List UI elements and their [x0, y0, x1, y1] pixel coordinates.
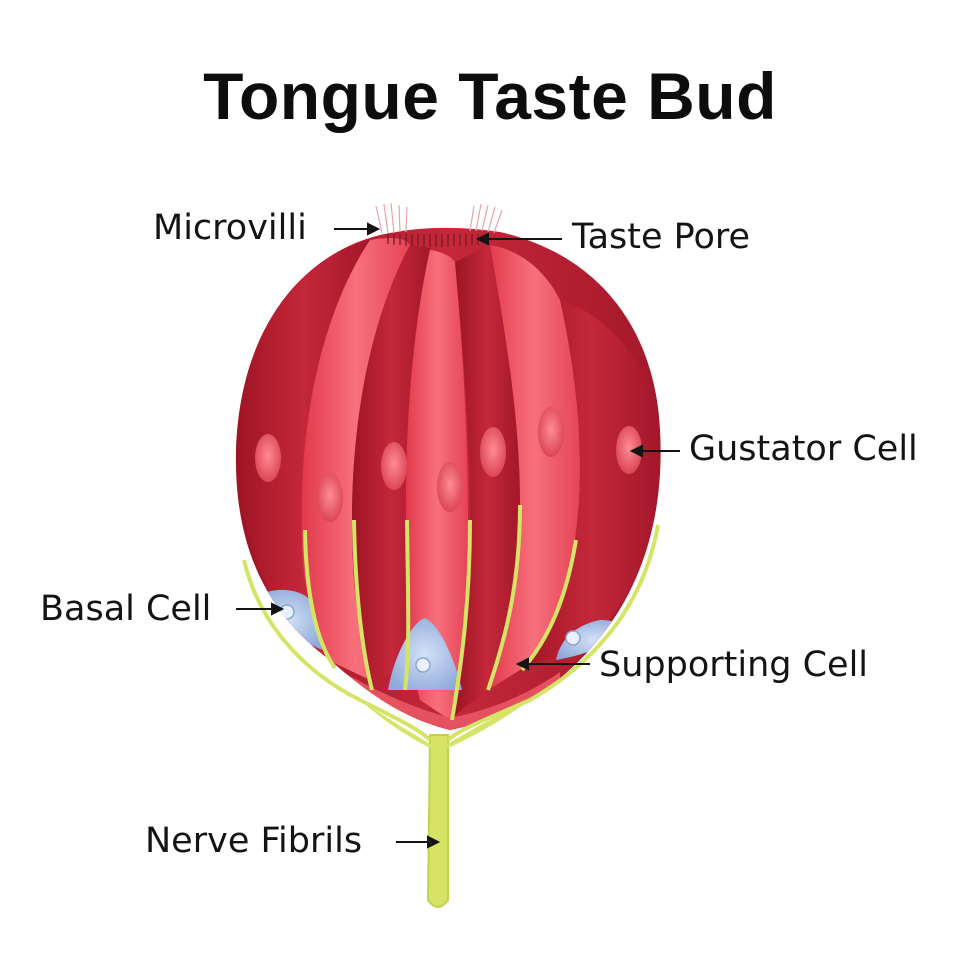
- label-supporting-cell: Supporting Cell: [599, 645, 869, 685]
- microvilli-tuft: [375, 202, 503, 234]
- cell-2: [301, 237, 410, 680]
- nucleus: [317, 474, 343, 522]
- diagram-title: Tongue Taste Bud: [203, 59, 777, 133]
- cell-5: [455, 245, 520, 715]
- label-gustator-cell: Gustator Cell: [689, 429, 918, 469]
- cell-6: [488, 245, 580, 690]
- nucleus: [538, 407, 564, 457]
- cell-7: [520, 300, 661, 670]
- label-microvilli: Microvilli: [153, 208, 307, 248]
- cell-4: [405, 250, 468, 720]
- nucleus: [480, 427, 506, 477]
- label-taste-pore: Taste Pore: [572, 217, 751, 257]
- supporting-cell-outline: [242, 504, 660, 742]
- cell-1: [236, 240, 370, 660]
- nerve-junction: [360, 700, 530, 748]
- nucleus: [437, 462, 463, 512]
- taste-pore: [387, 234, 479, 247]
- nucleus: [381, 442, 407, 490]
- label-nerve-fibrils: Nerve Fibrils: [145, 821, 363, 861]
- nerve-stem: [426, 734, 449, 908]
- label-basal-cell: Basal Cell: [40, 589, 212, 629]
- leader-arrows: [236, 222, 680, 849]
- nucleus: [616, 426, 642, 474]
- nucleus: [255, 434, 281, 482]
